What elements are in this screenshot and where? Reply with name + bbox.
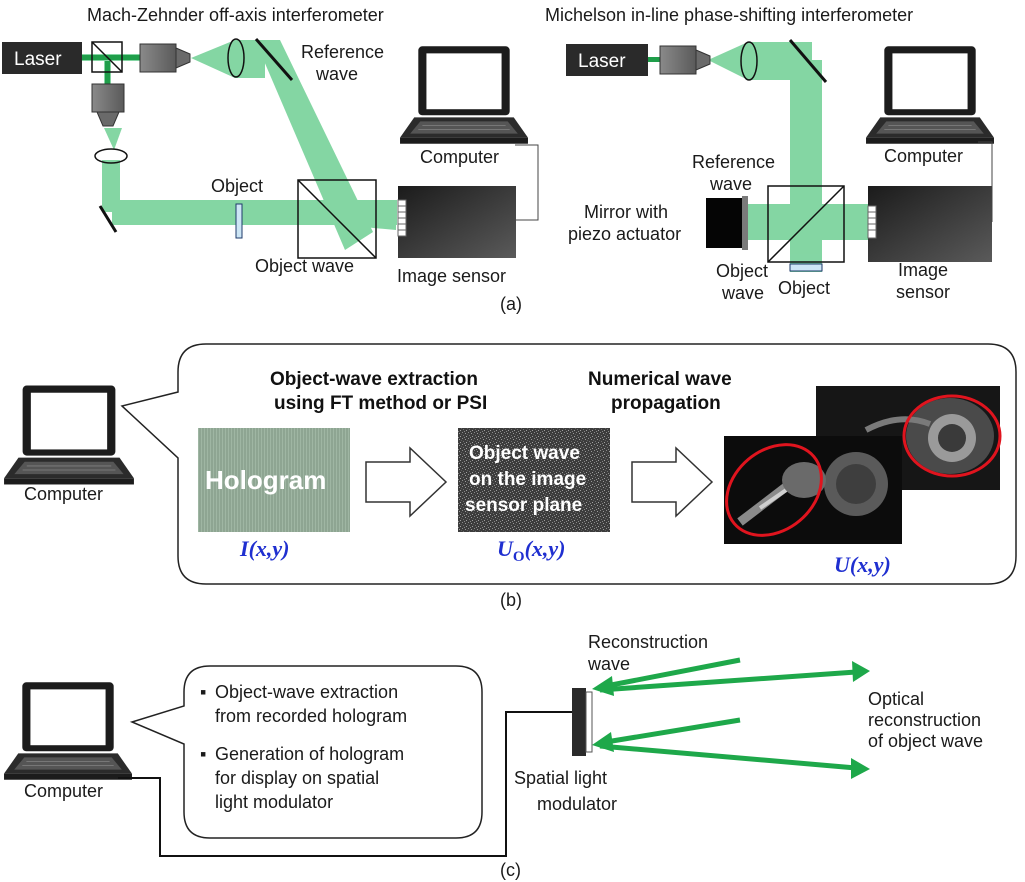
eq-reconstruction: U(x,y) bbox=[834, 552, 891, 577]
reconstruction-wave-l1: Reconstruction bbox=[588, 632, 708, 652]
cable-a-left bbox=[515, 144, 539, 221]
optical-recon-l2: reconstruction bbox=[868, 710, 981, 730]
image-sensor-label-r1: Image bbox=[898, 260, 948, 280]
laser-right bbox=[566, 44, 648, 76]
objective-lens-right-icon bbox=[659, 45, 711, 75]
beam-splitter-right-icon bbox=[767, 185, 845, 263]
beam-paths-left bbox=[82, 40, 397, 250]
speech-bubble-c bbox=[129, 665, 483, 839]
spatial-light-modulator-icon bbox=[572, 688, 593, 756]
reconstruction-image-front bbox=[724, 436, 902, 544]
image-sensor-label-left: Image sensor bbox=[397, 266, 506, 286]
reference-wave-label-l1: Reference bbox=[301, 42, 384, 62]
image-sensor-right-icon bbox=[867, 186, 992, 262]
title-mach-zehnder: Mach-Zehnder off-axis interferometer bbox=[87, 5, 384, 25]
reconstruction-wave-l2: wave bbox=[587, 654, 630, 674]
objective-lens-icon bbox=[139, 43, 191, 73]
caption-c: (c) bbox=[500, 860, 521, 880]
reference-wave-label-r2: wave bbox=[709, 174, 752, 194]
object-wave-label-r1: Object bbox=[716, 261, 768, 281]
caption-b: (b) bbox=[500, 590, 522, 610]
object-slide-left bbox=[235, 203, 243, 239]
block-arrow-icon bbox=[365, 446, 448, 518]
computer-label-c: Computer bbox=[24, 781, 103, 801]
mirror-label-r2: piezo actuator bbox=[568, 224, 681, 244]
image-sensor-icon bbox=[397, 186, 516, 258]
bullet-1-l2: from recorded hologram bbox=[215, 706, 407, 726]
computer-label-a-left: Computer bbox=[420, 147, 499, 167]
beam-combiner-icon bbox=[297, 179, 377, 259]
optical-recon-l3: of object wave bbox=[868, 731, 983, 751]
reference-wave-label-l2: wave bbox=[315, 64, 358, 84]
slm-label-l1: Spatial light bbox=[514, 768, 607, 788]
laser-beam-left bbox=[82, 55, 140, 60]
eq-object-wave-sub: O bbox=[513, 549, 525, 565]
laptop-icon-c bbox=[3, 681, 133, 781]
cable-a-right bbox=[978, 141, 993, 222]
object-wave-image bbox=[458, 428, 610, 532]
bullet-2-mark: ▪ bbox=[200, 744, 206, 764]
computer-label-a-right: Computer bbox=[884, 146, 963, 166]
object-slide-right bbox=[789, 263, 823, 272]
block-arrow-2-icon bbox=[631, 446, 714, 518]
slm-label-l2: modulator bbox=[537, 794, 617, 814]
object-label-right: Object bbox=[778, 278, 830, 298]
step1-title-l1: Object-wave extraction bbox=[270, 369, 478, 390]
object-label-left: Object bbox=[211, 176, 263, 196]
eq-object-wave-fn: U bbox=[497, 536, 514, 561]
title-michelson: Michelson in-line phase-shifting interfe… bbox=[545, 5, 913, 25]
cable-c bbox=[118, 711, 572, 857]
mirror-left-icon bbox=[98, 205, 118, 233]
step2-title-l1: Numerical wave bbox=[588, 369, 732, 390]
bullet-1-l1: Object-wave extraction bbox=[215, 682, 398, 702]
step1-title-l2: using FT method or PSI bbox=[274, 393, 487, 414]
eq-object-wave: UO(x,y) bbox=[497, 536, 565, 565]
eq-hologram-args: (x,y) bbox=[249, 536, 290, 561]
step2-title-l2: propagation bbox=[611, 393, 721, 414]
caption-a: (a) bbox=[500, 294, 522, 314]
reconstruction-arrows bbox=[592, 657, 870, 779]
object-wave-label-r2: wave bbox=[721, 283, 764, 303]
bullet-2-l3: light modulator bbox=[215, 792, 333, 812]
lens-icon bbox=[227, 38, 245, 78]
eq-reconstruction-fn: U bbox=[834, 552, 851, 577]
eq-hologram: I(x,y) bbox=[239, 536, 289, 561]
laser-beam-down bbox=[105, 61, 110, 85]
computer-label-b: Computer bbox=[24, 484, 103, 504]
laptop-icon-a-right bbox=[865, 45, 995, 145]
object-wave-label-left: Object wave bbox=[255, 256, 354, 276]
hologram-image bbox=[198, 428, 350, 532]
bullet-2-l2: for display on spatial bbox=[215, 768, 379, 788]
eq-hologram-fn: I bbox=[239, 536, 250, 561]
laser-label-right: Laser bbox=[578, 51, 626, 72]
beam-splitter-icon bbox=[91, 41, 123, 73]
optical-recon-l1: Optical bbox=[868, 689, 924, 709]
objective-lens-down-icon bbox=[91, 83, 125, 127]
laser-left bbox=[2, 42, 82, 74]
eq-reconstruction-args: (x,y) bbox=[850, 552, 891, 577]
object-wave-box-l2: on the image bbox=[469, 469, 586, 490]
bullet-1-mark: ▪ bbox=[200, 682, 206, 702]
mirror-label-r1: Mirror with bbox=[584, 202, 668, 222]
image-sensor-label-r2: sensor bbox=[896, 282, 950, 302]
lens-down-icon bbox=[94, 148, 128, 164]
lens-right-icon bbox=[740, 41, 758, 81]
beam-paths-right bbox=[708, 42, 868, 272]
mirror-right-icon bbox=[788, 39, 828, 83]
object-wave-box-l1: Object wave bbox=[469, 443, 580, 464]
mirror-icon bbox=[254, 38, 294, 81]
laptop-icon-a-left bbox=[399, 45, 529, 145]
reference-wave-label-r1: Reference bbox=[692, 152, 775, 172]
bullet-2-l1: Generation of hologram bbox=[215, 744, 404, 764]
piezo-mirror-icon bbox=[706, 196, 748, 250]
laptop-icon-b bbox=[3, 385, 135, 485]
object-wave-box-l3: sensor plane bbox=[465, 495, 582, 516]
laser-label-left: Laser bbox=[14, 49, 62, 70]
eq-object-wave-args: (x,y) bbox=[525, 536, 566, 561]
hologram-label: Hologram bbox=[205, 465, 326, 495]
